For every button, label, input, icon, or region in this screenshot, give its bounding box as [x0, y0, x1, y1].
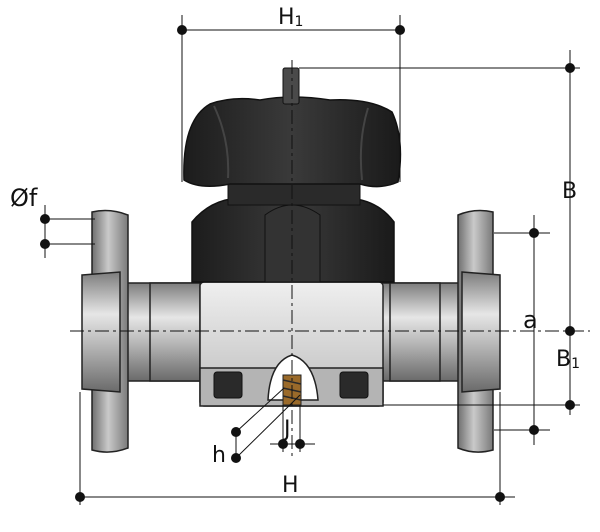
label-of: Øf: [10, 184, 38, 212]
label-b1: B1: [556, 347, 580, 372]
label-h-total: H: [282, 473, 299, 498]
label-j: J: [282, 417, 291, 442]
right-flange: [457, 209, 501, 453]
dimension-lines: [40, 15, 580, 505]
bonnet: [191, 179, 395, 283]
dimension-labels: H1 B B1 a Øf h J H: [10, 5, 580, 498]
label-h1: H1: [278, 5, 303, 30]
label-a: a: [523, 306, 538, 334]
dimension-dots: [40, 25, 575, 502]
label-b: B: [562, 179, 577, 204]
label-h-small: h: [212, 443, 226, 468]
center-lines: [70, 60, 590, 460]
left-flange: [81, 209, 129, 453]
